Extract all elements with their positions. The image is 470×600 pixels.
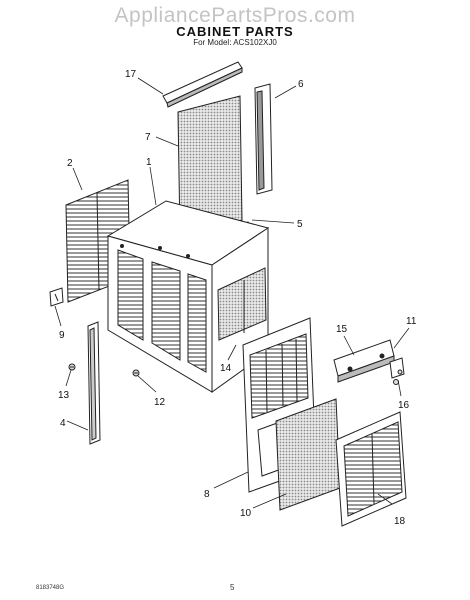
callout-18: 18	[394, 516, 406, 527]
callout-5: 5	[297, 219, 303, 230]
callout-13: 13	[58, 390, 70, 401]
callout-11: 11	[406, 316, 417, 327]
leader-lines	[54, 77, 410, 509]
watermark-logo: AppliancePartsPros.com	[114, 4, 356, 27]
callout-2: 2	[67, 158, 73, 169]
part-17-top-rail	[162, 61, 243, 108]
callout-17: 17	[125, 69, 137, 80]
footer-page-number: 5	[230, 583, 235, 592]
callout-labels: 17 6 7 2 1 5 9 13 4 12 14 15 11 16 8 10 …	[58, 69, 417, 527]
callout-7: 7	[145, 132, 151, 143]
part-7-upper-filter	[177, 95, 243, 237]
part-6-side-channel	[254, 83, 273, 195]
part-1-cabinet	[106, 200, 270, 393]
footer-doc-number: 8183748G	[36, 585, 65, 591]
model-subtitle: For Model: ACS102XJ0	[193, 38, 277, 47]
part-16-fasteners	[389, 357, 405, 385]
part-12-screw	[132, 369, 140, 377]
callout-12: 12	[154, 397, 166, 408]
callout-6: 6	[298, 79, 304, 90]
callout-1: 1	[146, 157, 152, 168]
callout-4: 4	[60, 418, 66, 429]
part-8-front-panel	[242, 317, 317, 493]
callout-16: 16	[398, 400, 410, 411]
part-4-vertical-post	[87, 321, 101, 445]
callout-14: 14	[220, 363, 232, 374]
part-9-clip	[49, 287, 64, 307]
callout-9: 9	[59, 330, 65, 341]
callout-15: 15	[336, 324, 348, 335]
part-18-front-grille	[335, 411, 407, 527]
callout-8: 8	[204, 489, 210, 500]
part-15-control-bracket	[333, 339, 395, 383]
callout-10: 10	[240, 508, 252, 519]
page-title: CABINET PARTS	[176, 24, 294, 39]
part-13-screw	[68, 363, 76, 371]
